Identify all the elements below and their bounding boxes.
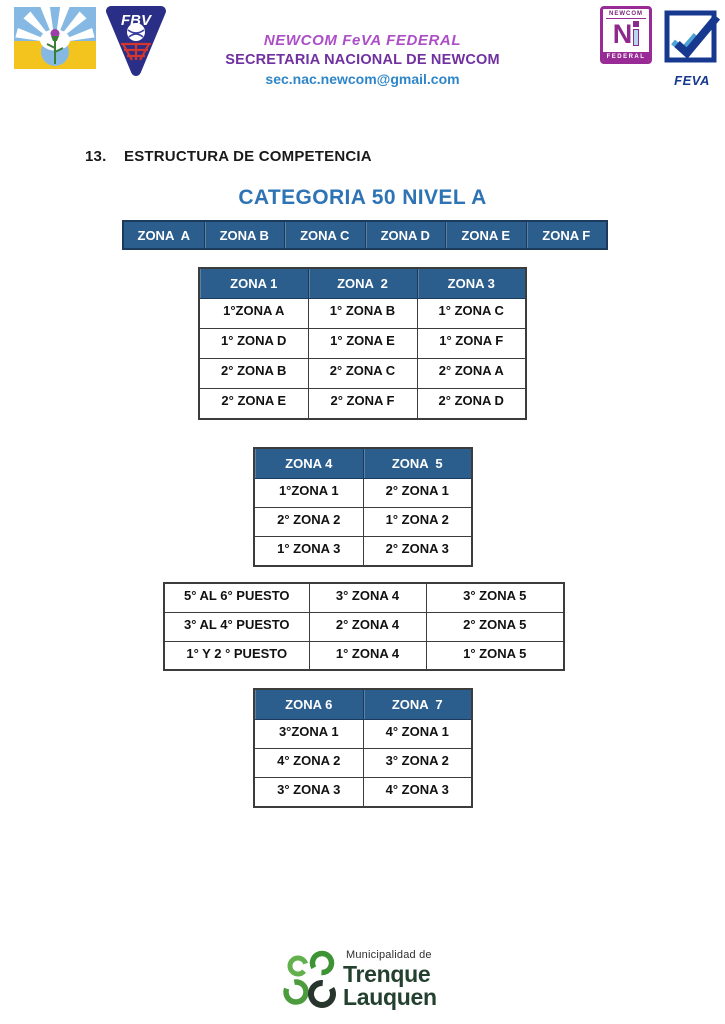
fbv-logo-icon: FBV <box>106 6 166 76</box>
feva-checkmark-icon <box>664 10 721 63</box>
zone-cell-a: ZONA A <box>137 227 190 243</box>
zone-cell-b: ZONA B <box>203 222 285 248</box>
section-number: 13. <box>85 148 107 165</box>
table-cell: 3° ZONA 5 <box>425 582 565 613</box>
table-cell: 2° ZONA 5 <box>425 611 565 642</box>
table-row: 1° Y 2 ° PUESTO 1° ZONA 4 1° ZONA 5 <box>163 640 565 671</box>
table-cell: 2° ZONA E <box>198 388 309 419</box>
table-row: 3°ZONA 1 4° ZONA 1 <box>253 719 473 749</box>
table-cell: 4° ZONA 2 <box>253 748 364 778</box>
table-row: 1° ZONA 3 2° ZONA 3 <box>253 536 473 566</box>
table-cell: 4° ZONA 1 <box>362 719 473 749</box>
table-cell: 1°ZONA A <box>198 298 309 329</box>
zones-bar: ZONA A ZONA B ZONA C ZONA D ZONA E ZONA … <box>122 220 608 250</box>
org-header-text: NEWCOM FeVA FEDERAL SECRETARIA NACIONAL … <box>0 32 725 87</box>
zone-cell-e: ZONA E <box>445 222 526 248</box>
newcom-logo-top-label: NEWCOM <box>606 11 646 19</box>
table-row: 4° ZONA 2 3° ZONA 2 <box>253 748 473 778</box>
table-cell: 1° ZONA B <box>307 298 418 329</box>
table-header-cell: ZONA 3 <box>416 267 527 299</box>
table-cell: 3°ZONA 1 <box>253 719 364 749</box>
table-cell: 3° ZONA 4 <box>308 582 427 613</box>
table-cell: 1° ZONA 3 <box>253 536 364 566</box>
table-cell: 1° ZONA 5 <box>425 640 565 671</box>
muni-arrows-icon <box>283 950 336 1008</box>
table-row: 1° ZONA D 1° ZONA E 1° ZONA F <box>198 328 527 359</box>
table-cell: 3° AL 4° PUESTO <box>163 611 310 642</box>
newcom-logo-letter: N <box>603 19 649 49</box>
table-row: 1°ZONA A 1° ZONA B 1° ZONA C <box>198 298 527 329</box>
section-heading: 13. ESTRUCTURA DE COMPETENCIA <box>85 148 372 165</box>
table-cell: 1° ZONA C <box>416 298 527 329</box>
table-cell: 1° Y 2 ° PUESTO <box>163 640 310 671</box>
table-row: 2° ZONA 2 1° ZONA 2 <box>253 507 473 537</box>
table-row: 1°ZONA 1 2° ZONA 1 <box>253 478 473 508</box>
org-email: sec.nac.newcom@gmail.com <box>265 70 460 87</box>
table-zonas-4-5: ZONA 4 ZONA 5 1°ZONA 1 2° ZONA 1 2° ZONA… <box>253 447 473 567</box>
newcom-federal-logo: NEWCOM N FEDERAL <box>600 6 652 64</box>
table-zonas-1-2-3: ZONA 1 ZONA 2 ZONA 3 1°ZONA A 1° ZONA B … <box>198 267 527 420</box>
table-cell: 4° ZONA 3 <box>362 777 473 807</box>
table-header-cell: ZONA 7 <box>362 688 473 720</box>
table-cell: 2° ZONA 2 <box>253 507 364 537</box>
zone-cell-d: ZONA D <box>364 222 446 248</box>
table-cell: 5° AL 6° PUESTO <box>163 582 310 613</box>
table-puestos: 5° AL 6° PUESTO 3° ZONA 4 3° ZONA 5 3° A… <box>163 582 565 671</box>
table-row: 3° AL 4° PUESTO 2° ZONA 4 2° ZONA 5 <box>163 611 565 642</box>
table-cell: 2° ZONA F <box>307 388 418 419</box>
table-header-cell: ZONA 2 <box>307 267 418 299</box>
org-subtitle: SECRETARIA NACIONAL DE NEWCOM <box>225 52 500 69</box>
table-header-cell: ZONA 4 <box>253 447 364 479</box>
category-title: CATEGORIA 50 NIVEL A <box>238 186 487 209</box>
table-cell: 1° ZONA F <box>416 328 527 359</box>
table-cell: 2° ZONA 4 <box>308 611 427 642</box>
org-title: NEWCOM FeVA FEDERAL <box>263 32 462 49</box>
table-cell: 2° ZONA 1 <box>362 478 473 508</box>
table-header-cell: ZONA 6 <box>253 688 364 720</box>
table-header-cell: ZONA 1 <box>198 267 309 299</box>
feva-logo: FEVA <box>660 4 724 88</box>
newcom-i-figure-icon <box>633 19 640 47</box>
table-zonas-6-7: ZONA 6 ZONA 7 3°ZONA 1 4° ZONA 1 4° ZONA… <box>253 688 473 808</box>
table-cell: 1° ZONA 4 <box>308 640 427 671</box>
table-cell: 2° ZONA D <box>416 388 527 419</box>
muni-small-label: Municipalidad de <box>346 949 432 961</box>
zone-cell-f: ZONA F <box>525 222 607 248</box>
table-cell: 1° ZONA D <box>198 328 309 359</box>
table-cell: 3° ZONA 2 <box>362 748 473 778</box>
table-row: 5° AL 6° PUESTO 3° ZONA 4 3° ZONA 5 <box>163 582 565 613</box>
table-cell: 2° ZONA C <box>307 358 418 389</box>
municipality-logo: Municipalidad de Trenque Lauquen <box>281 948 451 1018</box>
table-cell: 3° ZONA 3 <box>253 777 364 807</box>
table-row: 3° ZONA 3 4° ZONA 3 <box>253 777 473 807</box>
trenque-lauquen-flag-icon <box>14 7 96 69</box>
zone-cell-c: ZONA C <box>284 222 365 248</box>
table-cell: 1°ZONA 1 <box>253 478 364 508</box>
fbv-label: FBV <box>121 12 153 29</box>
newcom-logo-bottom-label: FEDERAL <box>603 52 649 61</box>
table-header-cell: ZONA 5 <box>362 447 473 479</box>
table-row: 2° ZONA B 2° ZONA C 2° ZONA A <box>198 358 527 389</box>
muni-text: Municipalidad de Trenque Lauquen <box>343 949 437 1010</box>
table-cell: 1° ZONA E <box>307 328 418 359</box>
section-title: ESTRUCTURA DE COMPETENCIA <box>124 148 372 165</box>
table-cell: 2° ZONA A <box>416 358 527 389</box>
table-cell: 2° ZONA B <box>198 358 309 389</box>
muni-name-line2: Lauquen <box>343 984 437 1010</box>
table-row: 2° ZONA E 2° ZONA F 2° ZONA D <box>198 388 527 419</box>
table-cell: 2° ZONA 3 <box>362 536 473 566</box>
table-cell: 1° ZONA 2 <box>362 507 473 537</box>
feva-label: FEVA <box>674 73 710 88</box>
muni-name-line1: Trenque <box>343 961 431 987</box>
